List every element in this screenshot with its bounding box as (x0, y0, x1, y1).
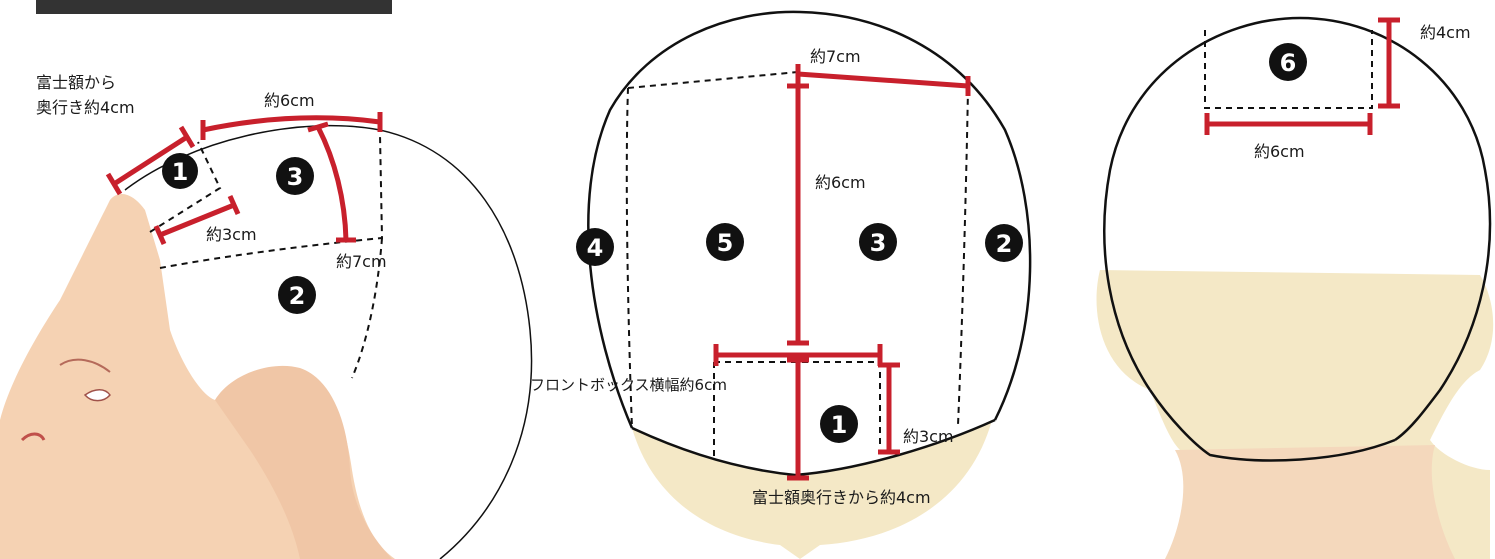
svg-text:5: 5 (717, 229, 734, 257)
back-label-width: 約6cm (1254, 142, 1305, 161)
side-red-measures (105, 112, 383, 246)
side-head-outline (124, 124, 533, 559)
svg-text:1: 1 (831, 411, 848, 439)
zone1-dash (149, 141, 222, 233)
back-dash-box (1204, 30, 1373, 109)
lips (20, 432, 46, 442)
svg-text:6: 6 (1280, 49, 1297, 77)
top-dash-left (625, 87, 633, 429)
zone-marker-1-top: 1 (820, 405, 858, 443)
zone-marker-2: 2 (278, 276, 316, 314)
side-label-front-1: 富士額から (36, 73, 116, 92)
back-head-outline (1103, 16, 1492, 442)
top-label-bottom: 富士額奥行きから約4cm (752, 488, 931, 507)
top-label-side-depth: 約3cm (903, 427, 954, 446)
eyebrow (59, 358, 111, 373)
zone-marker-4: 4 (576, 228, 614, 266)
back-label-height: 約4cm (1420, 23, 1471, 42)
ear-skin (215, 365, 392, 559)
svg-text:2: 2 (996, 230, 1013, 258)
top-label-width: 約7cm (810, 47, 861, 66)
svg-text:2: 2 (289, 282, 306, 310)
zone2-top-dash (159, 134, 384, 269)
zone-marker-2-top: 2 (985, 224, 1023, 262)
zone-marker-3: 3 (276, 157, 314, 195)
top-dash-front (627, 71, 799, 89)
header-bar (36, 0, 392, 14)
eye (83, 389, 111, 402)
side-label-arc: 約7cm (336, 252, 387, 271)
zone-marker-5: 5 (706, 223, 744, 261)
back-nape (1148, 389, 1396, 462)
side-label-front-2: 奥行き約4cm (36, 98, 135, 117)
side-view: 富士額から 奥行き約4cm 約6cm 約3cm 約7cm 1 3 2 (0, 73, 533, 559)
back-red-measures (1204, 17, 1400, 135)
top-label-front-box: フロントボックス横幅約6cm (530, 376, 727, 394)
side-label-depth: 約3cm (206, 225, 257, 244)
svg-text:1: 1 (172, 158, 189, 186)
back-neck (1165, 445, 1455, 559)
zone-marker-6: 6 (1269, 43, 1307, 81)
top-hairline (631, 418, 996, 477)
top-label-center: 約6cm (815, 173, 866, 192)
top-view: 約7cm 約6cm フロントボックス横幅約6cm 約3cm 富士額奥行きから約4… (530, 10, 1032, 559)
side-label-top: 約6cm (264, 91, 315, 110)
top-head-outline (587, 10, 1032, 429)
top-dash-right (957, 87, 969, 426)
back-view: 約4cm 約6cm 6 (1096, 16, 1494, 559)
svg-text:3: 3 (287, 163, 304, 191)
top-red-measures (713, 64, 971, 481)
zone-marker-1: 1 (162, 153, 198, 189)
svg-text:4: 4 (587, 234, 604, 262)
zone-marker-3-top: 3 (859, 223, 897, 261)
svg-text:3: 3 (870, 229, 887, 257)
